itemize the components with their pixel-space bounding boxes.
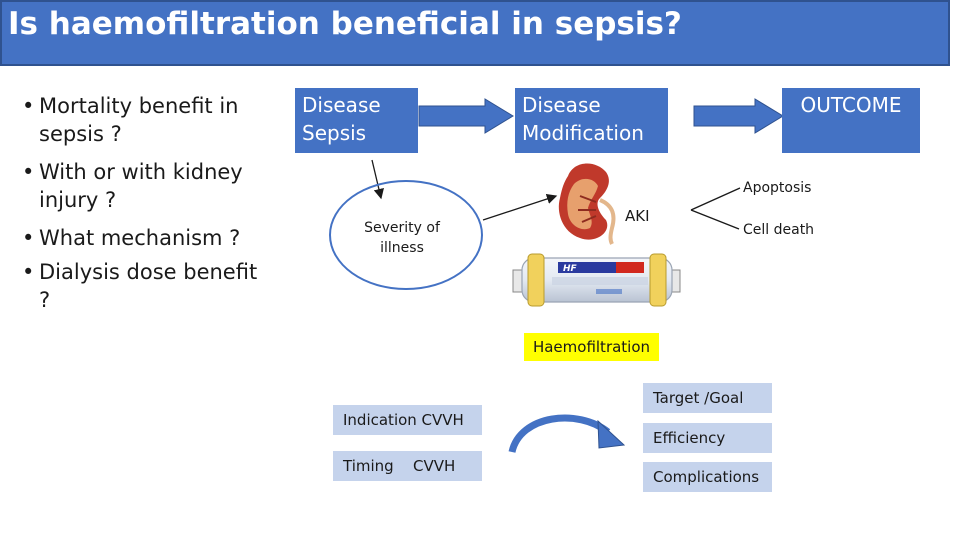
bullet-item: •What mechanism ? xyxy=(22,224,272,252)
efficiency-box: Efficiency xyxy=(643,423,772,453)
disease-sepsis-label: Disease Sepsis xyxy=(302,93,381,145)
severity-label: Severity of illness xyxy=(364,220,440,256)
disease-sepsis-box: Disease Sepsis xyxy=(295,88,418,153)
cell-death-label: Cell death xyxy=(743,222,815,238)
indication-box: Indication CVVH xyxy=(333,405,482,435)
target-box: Target /Goal xyxy=(643,383,772,413)
aki-cell-death-line xyxy=(690,209,740,230)
outcome-box: OUTCOME xyxy=(782,88,920,153)
curved-arrow-icon xyxy=(508,414,626,454)
kidney-illustration xyxy=(558,163,616,245)
flow-arrow-1 xyxy=(418,98,514,134)
bullet-item: •With or with kidney injury ? xyxy=(22,158,272,214)
severity-ellipse xyxy=(329,180,483,290)
title-bar xyxy=(0,0,950,66)
haemofiltration-label: Haemofiltration xyxy=(524,333,659,361)
bullet-icon: • xyxy=(22,260,35,284)
complications-label: Complications xyxy=(653,468,760,486)
aki-label: AKI xyxy=(625,207,650,225)
timing-value: CVVH xyxy=(413,457,456,475)
slide-title: Is haemofiltration beneficial in sepsis? xyxy=(8,6,682,42)
disease-modification-box: Disease Modification xyxy=(515,88,668,153)
efficiency-label: Efficiency xyxy=(653,429,726,447)
indication-label: Indication CVVH xyxy=(343,411,464,429)
complications-box: Complications xyxy=(643,462,772,492)
filter-brand-label: HF xyxy=(563,264,578,274)
apoptosis-label: Apoptosis xyxy=(743,180,812,196)
bullet-icon: • xyxy=(22,160,35,184)
bullet-text: Mortality benefit in sepsis ? xyxy=(39,94,239,146)
bullet-icon: • xyxy=(22,94,35,118)
bullet-text: With or with kidney injury ? xyxy=(39,160,243,212)
bullet-text: Dialysis dose benefit ? xyxy=(39,260,258,312)
bullet-text: What mechanism ? xyxy=(39,226,241,250)
bullet-list: •Mortality benefit in sepsis ? •With or … xyxy=(22,92,272,324)
outcome-label: OUTCOME xyxy=(800,93,902,117)
severity-kidney-connector xyxy=(482,193,558,221)
timing-label: Timing xyxy=(343,457,394,475)
bullet-icon: • xyxy=(22,226,35,250)
bullet-item: •Mortality benefit in sepsis ? xyxy=(22,92,272,148)
flow-arrow-2 xyxy=(693,98,784,134)
target-label: Target /Goal xyxy=(653,389,744,407)
haemofilter-cartridge: HF xyxy=(512,253,681,307)
aki-apoptosis-line xyxy=(690,187,741,211)
timing-box: Timing CVVH xyxy=(333,451,482,481)
disease-modification-label: Disease Modification xyxy=(522,93,644,145)
bullet-item: •Dialysis dose benefit ? xyxy=(22,258,272,314)
